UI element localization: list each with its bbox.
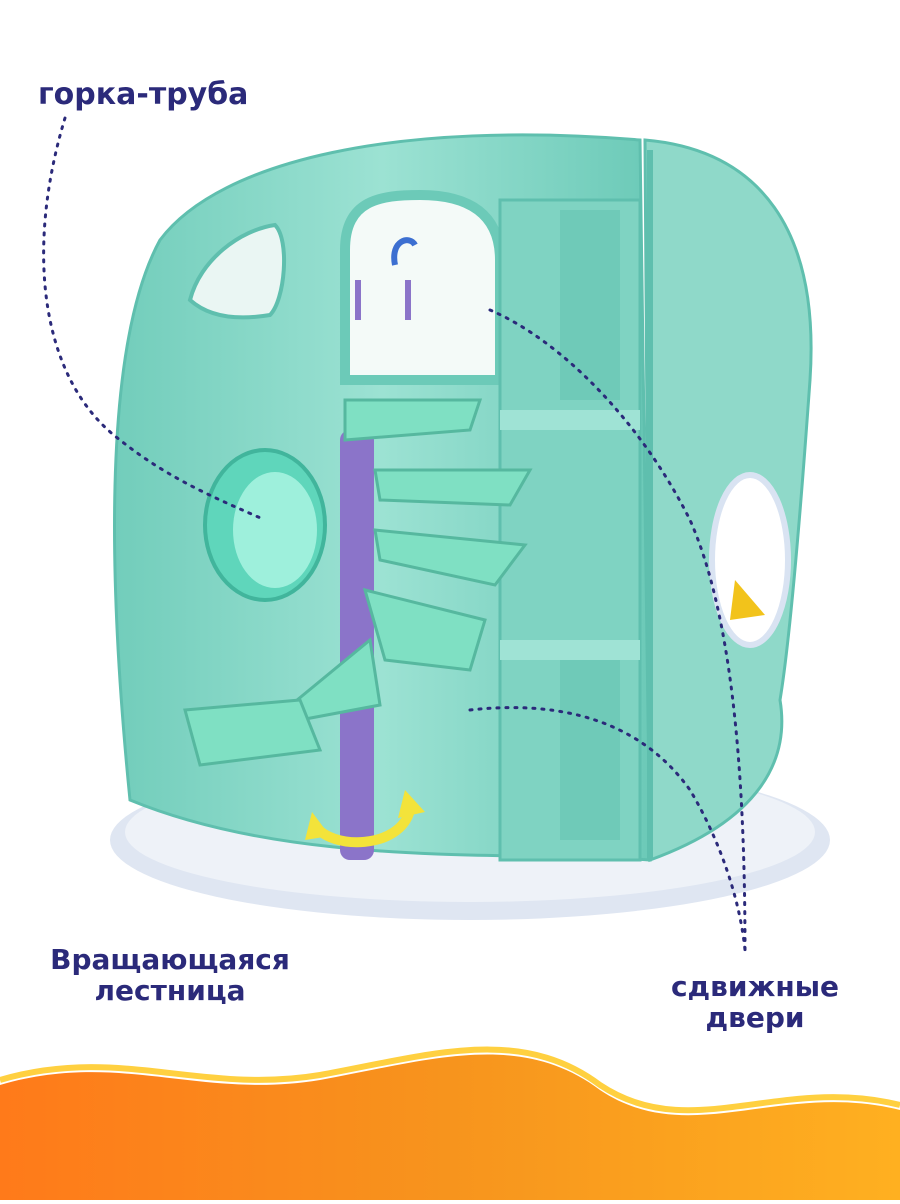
- side-porthole: [709, 472, 791, 648]
- label-rotating-stairs: Вращающаяся лестница: [50, 943, 290, 1007]
- label-sliding-doors-line2: двери: [705, 1000, 805, 1034]
- leader-slide: [42, 116, 267, 522]
- label-slide-tube: горка-труба: [38, 77, 249, 112]
- leader-doors-top: [488, 308, 747, 952]
- window-top: [187, 222, 286, 320]
- label-sliding-doors: сдвижные двери: [660, 970, 850, 1034]
- label-rotating-stairs-line1: Вращающаяся: [50, 943, 290, 976]
- label-sliding-doors-line1: сдвижные: [670, 970, 840, 1003]
- arch-doorway: [340, 189, 505, 385]
- decorative-wave: [0, 1054, 900, 1200]
- spiral-steps: [183, 398, 533, 767]
- label-rotating-stairs-line2: лестница: [94, 973, 246, 1007]
- stair-pole: [340, 430, 374, 860]
- leader-doors-bottom: [468, 706, 747, 952]
